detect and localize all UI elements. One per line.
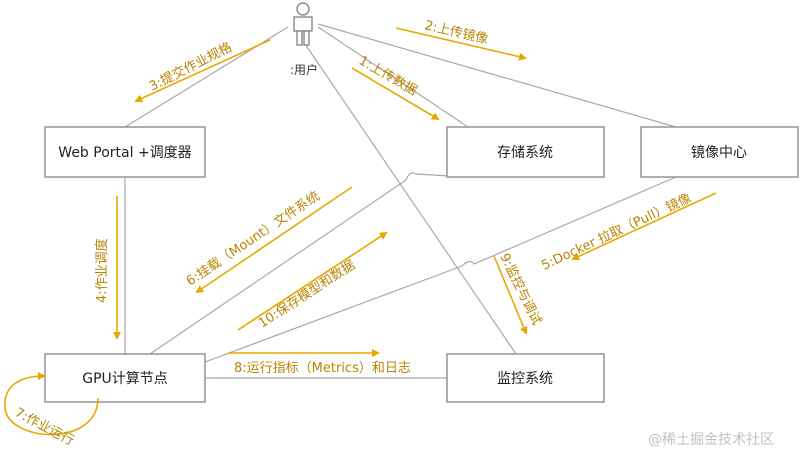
label-8: 8:运行指标（Metrics）和日志 <box>234 361 411 376</box>
message-arrows <box>4 27 717 436</box>
edge-gpu-registry <box>204 176 677 363</box>
actor-label: :用户 <box>290 62 318 77</box>
label-9: 9:监控与调试 <box>496 251 544 327</box>
node-label-web-portal: Web Portal +调度器 <box>58 145 191 161</box>
arrow-9 <box>493 255 528 335</box>
label-5: 5:Docker 拉取（Pull）镜像 <box>539 191 693 274</box>
label-7: 7:作业运行 <box>12 405 76 449</box>
node-gpu: GPU计算节点 <box>44 353 206 403</box>
edge-user-registry <box>317 23 677 128</box>
label-10: 10:保存模型和数据 <box>256 258 358 332</box>
person-icon <box>293 2 313 46</box>
connection-edges <box>124 23 677 379</box>
node-web-portal: Web Portal +调度器 <box>44 126 206 178</box>
arrow-6 <box>195 186 353 294</box>
node-label-monitor: 监控系统 <box>497 371 553 387</box>
edge-user-monitor <box>304 43 517 355</box>
edge-gpu-storage <box>149 172 467 355</box>
arrow-3 <box>134 39 271 103</box>
edge-user-webportal <box>124 26 289 128</box>
node-label-storage: 存储系统 <box>497 145 553 161</box>
label-4: 4:作业调度 <box>94 238 110 303</box>
edge-user-storage <box>317 26 469 128</box>
arrow-2 <box>395 27 527 61</box>
node-label-gpu: GPU计算节点 <box>82 371 168 387</box>
arrow-7 <box>4 372 99 436</box>
node-registry: 镜像中心 <box>640 126 799 178</box>
label-2: 2:上传镜像 <box>423 18 489 47</box>
arrow-5 <box>571 192 717 261</box>
node-label-registry: 镜像中心 <box>691 145 747 161</box>
user-actor: :用户 <box>290 2 318 77</box>
label-6: 6:挂载（Mount）文件系统 <box>184 189 323 289</box>
arrow-1 <box>351 67 440 121</box>
arrow-10 <box>237 231 388 331</box>
node-storage: 存储系统 <box>446 126 605 178</box>
watermark: @稀土掘金技术社区 <box>648 432 774 448</box>
node-monitor: 监控系统 <box>446 353 605 403</box>
